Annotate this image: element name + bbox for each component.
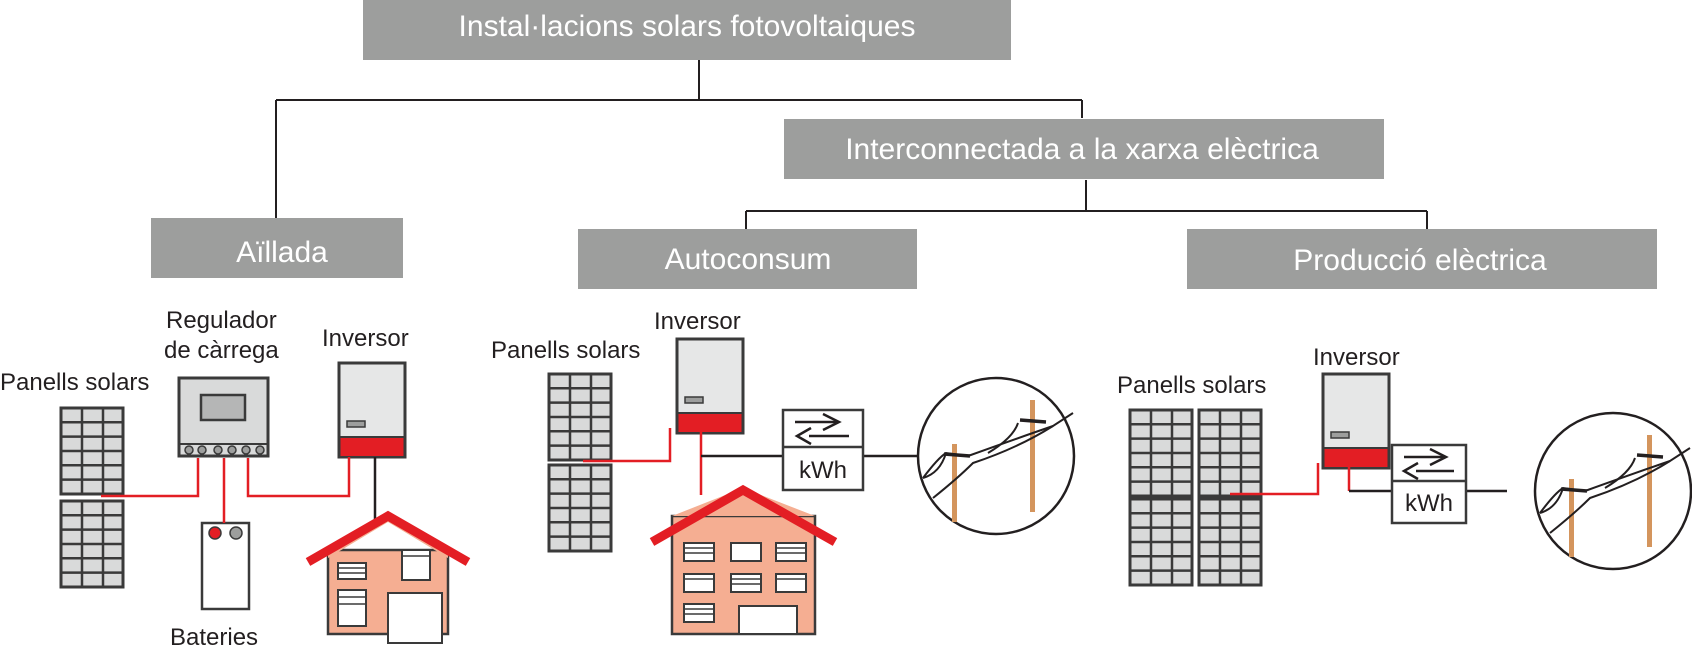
inverter	[1321, 372, 1391, 470]
grid-title: Interconnectada a la xarxa elèctrica	[845, 133, 1319, 166]
selfconsumption-system: Panells solars Inversor kWh	[491, 308, 1076, 636]
isolated-system: Panells solars Regulador de càrrega Inve…	[0, 307, 468, 649]
inverter	[337, 361, 407, 459]
solar-panel	[1197, 497, 1263, 587]
meter-unit: kWh	[799, 457, 847, 484]
root-title: Instal·lacions solars fotovoltaiques	[459, 10, 916, 43]
dc-wiring	[583, 428, 703, 495]
box-selfconsumption: Autoconsum	[578, 229, 917, 289]
solar-panel	[1197, 408, 1263, 498]
box-grid: Interconnectada a la xarxa elèctrica	[784, 119, 1384, 179]
production-title: Producció elèctrica	[1293, 244, 1547, 277]
batteries-label: Bateries	[170, 624, 258, 649]
house-large	[649, 484, 838, 636]
dc-wiring	[101, 457, 351, 523]
dc-wiring	[1230, 463, 1351, 496]
solar-panel	[59, 499, 125, 589]
panels-label: Panells solars	[491, 337, 640, 364]
solar-panel	[547, 372, 613, 462]
production-system: Panells solars Inversor kWh	[1117, 344, 1692, 587]
regulator-label-2: de càrrega	[164, 337, 279, 364]
box-production: Producció elèctrica	[1187, 229, 1657, 289]
box-root: Instal·lacions solars fotovoltaiques	[363, 0, 1011, 60]
panels-label: Panells solars	[1117, 372, 1266, 399]
panels-label: Panells solars	[0, 369, 149, 396]
solar-panel	[59, 406, 125, 496]
power-grid-icon	[1533, 411, 1692, 571]
power-grid-icon	[916, 376, 1076, 536]
energy-meter: kWh	[781, 408, 865, 492]
box-isolated: Aïllada	[151, 218, 403, 278]
inverter-label: Inversor	[654, 308, 741, 335]
selfconsumption-title: Autoconsum	[665, 243, 832, 276]
energy-meter: kWh	[1390, 443, 1468, 525]
solar-panel	[1128, 408, 1194, 498]
house	[308, 514, 468, 644]
solar-panel	[1128, 497, 1194, 587]
inverter-label: Inversor	[322, 325, 409, 352]
isolated-title: Aïllada	[236, 236, 328, 269]
inverter	[675, 337, 745, 435]
battery	[200, 521, 251, 611]
solar-panel	[547, 463, 613, 553]
inverter-label: Inversor	[1313, 344, 1400, 371]
tree-connectors	[275, 60, 1428, 229]
regulator-label-1: Regulador	[166, 307, 277, 334]
charge-regulator	[177, 376, 270, 458]
meter-unit: kWh	[1405, 490, 1453, 517]
